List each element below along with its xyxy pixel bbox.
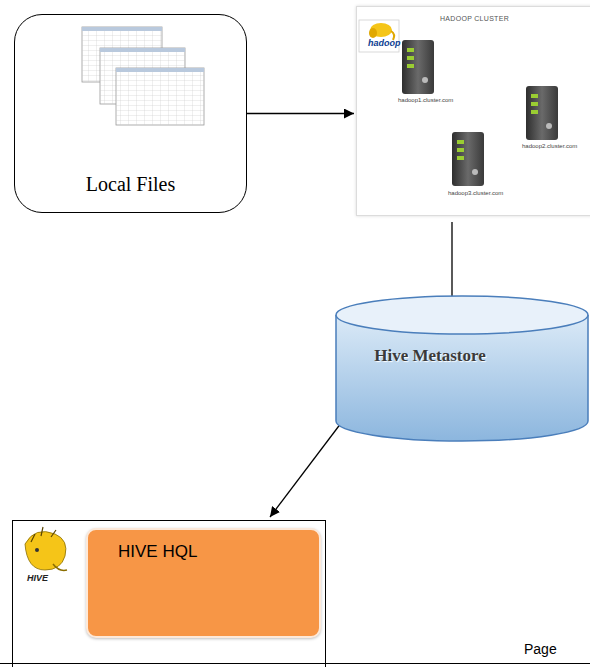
server-label: hadoop2.cluster.com xyxy=(522,143,577,149)
server-icons xyxy=(402,40,558,186)
client-box: HIVE HIVE HQL xyxy=(12,520,326,667)
page-rule xyxy=(0,663,590,664)
node-text: HIVE xyxy=(27,573,48,583)
arrow-connector xyxy=(247,113,354,114)
node-text: Local Files xyxy=(15,173,246,196)
node-text: Hive Metastore xyxy=(365,345,495,366)
server-label: hadoop3.cluster.com xyxy=(448,190,503,196)
query-box: HIVE HQL xyxy=(86,528,321,638)
logo-text: hadoop xyxy=(368,38,401,48)
server-label: hadoop1.cluster.com xyxy=(398,97,453,103)
hive-logo xyxy=(17,524,77,594)
cluster-panel: HADOOP CLUSTER xyxy=(356,6,590,216)
metastore-cylinder: Hive Metastore xyxy=(335,295,590,443)
spreadsheet-icon xyxy=(82,27,204,125)
cylinder-shape xyxy=(335,295,590,443)
node-text: HADOOP CLUSTER xyxy=(357,15,590,22)
page-footer: Page xyxy=(524,641,557,657)
source-box: Local Files xyxy=(14,14,247,213)
node-text: HIVE HQL xyxy=(118,542,197,562)
